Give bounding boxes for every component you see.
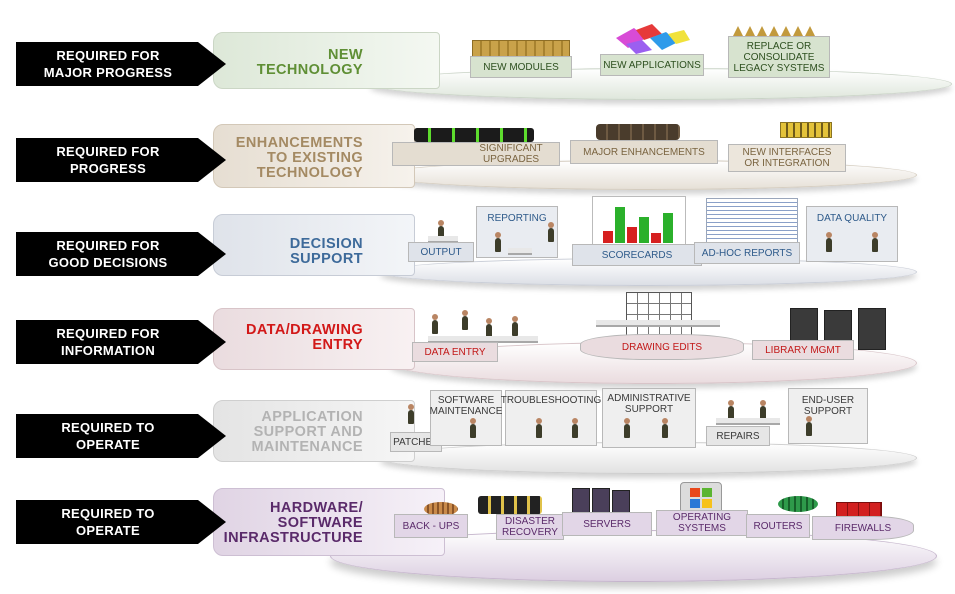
item-scorecards: SCORECARDS: [572, 244, 702, 266]
item-repairs: REPAIRS: [706, 426, 770, 446]
item-servers: SERVERS: [562, 512, 652, 536]
item-replace-legacy: REPLACE OR CONSOLIDATE LEGACY SYSTEMS: [728, 36, 830, 78]
tier-label: NEW TECHNOLOGY: [256, 47, 363, 78]
item-operating-systems: OPERATING SYSTEMS: [656, 510, 748, 536]
tier-label: HARDWARE/ SOFTWARE INFRASTRUCTURE: [223, 499, 363, 546]
requirement-line-1: REQUIRED FOR: [56, 144, 160, 159]
requirement-line-1: REQUIRED TO: [61, 506, 155, 521]
tier-label: DATA/DRAWING ENTRY: [245, 322, 363, 353]
tier-slab: [213, 308, 415, 370]
tier-label: APPLICATION SUPPORT AND MAINTENANCE: [251, 408, 363, 455]
requirement-arrow: REQUIRED FOR GOOD DECISIONS: [16, 232, 226, 276]
tier-enhancements: REQUIRED FOR PROGRESS ENHANCEMENTS TO EX…: [0, 118, 955, 198]
item-new-interfaces: NEW INTERFACES OR INTEGRATION: [728, 144, 846, 172]
tier-app-support: REQUIRED TO OPERATE APPLICATION SUPPORT …: [0, 384, 955, 482]
item-data-quality: DATA QUALITY: [806, 206, 898, 262]
tape-reel-icon: [424, 502, 458, 516]
requirement-arrow: REQUIRED TO OPERATE: [16, 500, 226, 544]
desk-person-icon: [470, 418, 476, 438]
requirement-line-2: MAJOR PROGRESS: [43, 65, 173, 80]
tier-infrastructure: REQUIRED TO OPERATE HARDWARE/ SOFTWARE I…: [0, 478, 955, 590]
item-data-entry: DATA ENTRY: [412, 342, 498, 362]
chip-icon: [596, 124, 680, 140]
requirement-line-1: REQUIRED TO: [61, 420, 155, 435]
desk: [596, 320, 720, 327]
item-new-applications: NEW APPLICATIONS: [600, 54, 704, 76]
colored-shapes-icon: [606, 24, 692, 54]
desk-person-icon: [728, 400, 734, 420]
spiky-block-icon: [732, 24, 822, 38]
router-coil-icon: [778, 496, 818, 512]
desk-person-icon: [872, 232, 878, 252]
desk-person-icon: [662, 418, 668, 438]
requirement-arrow: REQUIRED FOR INFORMATION: [16, 320, 226, 364]
desk: [716, 418, 780, 425]
floor-plan-icon: [626, 292, 692, 336]
report-sheet-icon: [706, 198, 798, 244]
tier-label: DECISION SUPPORT: [289, 236, 363, 267]
audience-person-icon: [495, 232, 501, 252]
requirement-line-2: GOOD DECISIONS: [48, 255, 168, 270]
server-rack-icon: [572, 488, 590, 514]
server-rack-icon: [592, 488, 610, 514]
requirement-line-2: PROGRESS: [69, 161, 147, 176]
tier-label: ENHANCEMENTS TO EXISTING TECHNOLOGY: [235, 134, 363, 181]
item-administrative-support: ADMINISTRATIVE SUPPORT: [602, 388, 696, 448]
item-disaster-recovery: DISASTER RECOVERY: [496, 514, 564, 540]
item-major-enhancements: MAJOR ENHANCEMENTS: [570, 140, 718, 164]
item-significant-upgrades: SIGNIFICANT UPGRADES: [392, 142, 560, 166]
item-new-modules: NEW MODULES: [470, 56, 572, 78]
tier-slab: [213, 400, 415, 462]
server-rack-icon: [612, 490, 630, 514]
bar-chart-icon: [592, 196, 686, 248]
requirement-line-2: INFORMATION: [60, 343, 156, 358]
item-back-ups: BACK - UPS: [394, 514, 468, 538]
requirement-line-2: OPERATE: [76, 523, 140, 538]
tier-decision-support: REQUIRED FOR GOOD DECISIONS DECISION SUP…: [0, 196, 955, 288]
requirement-line-1: REQUIRED FOR: [56, 48, 160, 63]
desk-person-icon: [408, 404, 414, 424]
desk: [508, 248, 532, 255]
item-software-maintenance: SOFTWARE MAINTENANCE: [430, 390, 502, 446]
item-ad-hoc-reports: AD-HOC REPORTS: [694, 242, 800, 264]
requirement-line-2: OPERATE: [76, 437, 140, 452]
tier-new-technology: REQUIRED FOR MAJOR PROGRESS NEW TECHNOLO…: [0, 22, 955, 112]
requirement-arrow: REQUIRED FOR PROGRESS: [16, 138, 226, 182]
item-end-user-support: END-USER SUPPORT: [788, 388, 868, 444]
desk-person-icon: [624, 418, 630, 438]
desk-person-icon: [806, 416, 812, 436]
tier-slab: [213, 124, 415, 188]
desk-person-icon: [760, 400, 766, 420]
item-firewalls: FIREWALLS: [812, 516, 914, 540]
desk-person-icon: [826, 232, 832, 252]
item-routers: ROUTERS: [746, 514, 810, 538]
requirement-line-1: REQUIRED FOR: [56, 238, 160, 253]
item-library-mgmt: LIBRARY MGMT: [752, 340, 854, 360]
requirement-arrow: REQUIRED TO OPERATE: [16, 414, 226, 458]
green-stacks-icon: [414, 128, 534, 142]
presenter-icon: [548, 222, 554, 242]
item-troubleshooting: TROUBLESHOOTING: [501, 390, 601, 446]
requirement-line-1: REQUIRED FOR: [56, 326, 160, 341]
desk-person-icon: [572, 418, 578, 438]
connector-icon: [780, 122, 832, 138]
desk-person-icon: [438, 220, 444, 240]
item-drawing-edits: DRAWING EDITS: [580, 334, 744, 360]
tier-data-entry: REQUIRED FOR INFORMATION DATA/DRAWING EN…: [0, 290, 955, 390]
tier-slab: [213, 32, 440, 89]
desk-person-icon: [536, 418, 542, 438]
disk-stack-icon: [478, 496, 542, 514]
item-output: OUTPUT: [408, 242, 474, 262]
tier-slab: [213, 214, 415, 276]
requirement-arrow: REQUIRED FOR MAJOR PROGRESS: [16, 42, 226, 86]
file-cabinet-icon: [858, 308, 886, 350]
